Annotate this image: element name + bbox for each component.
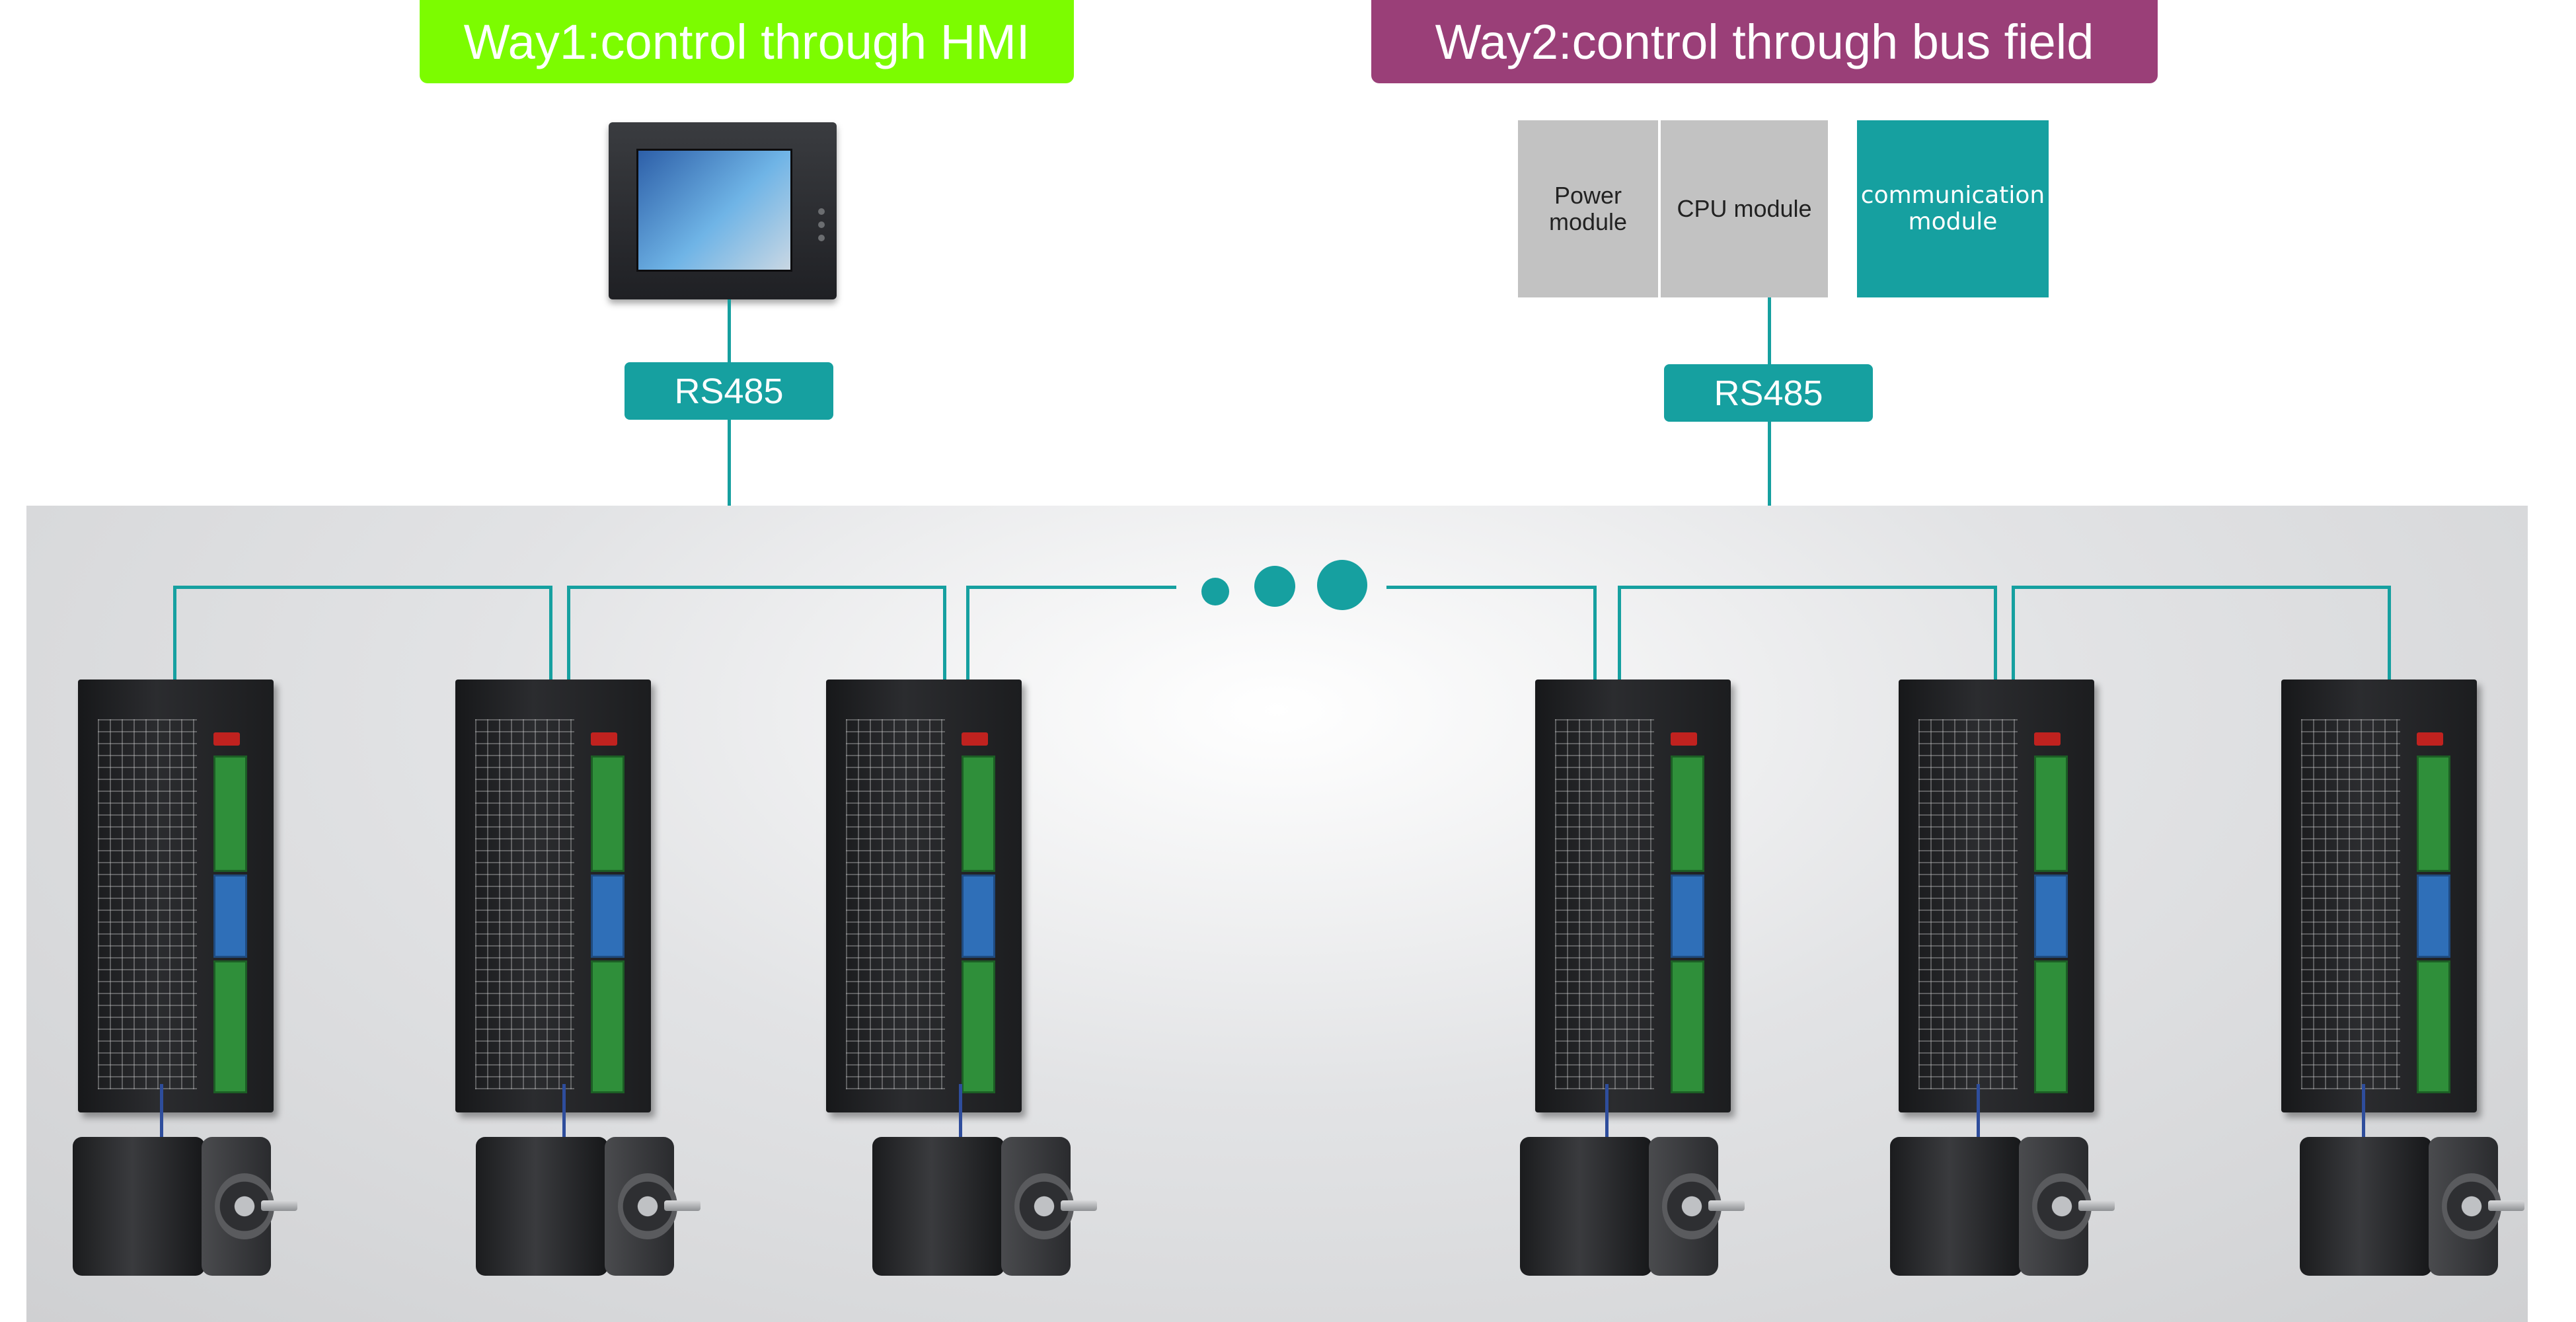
stepper-driver-6 <box>2281 680 2477 1112</box>
bus-drop <box>966 586 969 680</box>
bus-segment <box>2012 586 2391 589</box>
cpu-module-label: CPU module <box>1677 195 1812 223</box>
bus-drop <box>2012 586 2015 680</box>
stepper-driver-1 <box>78 680 274 1112</box>
continuation-dot-small <box>1201 578 1229 605</box>
bus-drop <box>567 586 570 680</box>
wire-rs485-left-to-bus <box>728 420 731 506</box>
power-module-label: Power module <box>1548 182 1628 235</box>
communication-module: communication module <box>1857 120 2049 297</box>
stepper-motor-4 <box>1520 1137 1745 1289</box>
bus-drop <box>1618 586 1621 680</box>
way2-banner: Way2:control through bus field <box>1371 0 2158 83</box>
bus-segment <box>1618 586 1997 589</box>
hmi-status-dots-icon <box>818 208 825 248</box>
stepper-motor-3 <box>872 1137 1097 1289</box>
stepper-driver-4 <box>1535 680 1731 1112</box>
device-panel <box>26 506 2528 1322</box>
cpu-module: CPU module <box>1661 120 1828 297</box>
stepper-driver-3 <box>826 680 1022 1112</box>
bus-drop <box>173 586 176 680</box>
stepper-driver-2 <box>455 680 651 1112</box>
communication-module-label: communication module <box>1860 182 2045 235</box>
rs485-label-right: RS485 <box>1664 364 1873 422</box>
bus-drop <box>2388 586 2391 680</box>
motor-cable <box>2362 1084 2365 1144</box>
hmi-screen <box>636 149 792 272</box>
motor-cable <box>959 1084 962 1144</box>
wire-plc-rs485 <box>1768 297 1771 364</box>
motor-cable <box>160 1084 163 1144</box>
stepper-motor-2 <box>476 1137 701 1289</box>
rs485-label-left: RS485 <box>625 362 833 420</box>
bus-drop <box>549 586 552 680</box>
wire-rs485-right-to-bus <box>1768 422 1771 506</box>
bus-segment <box>173 586 552 589</box>
continuation-dot-medium <box>1254 566 1295 607</box>
hmi-device <box>609 122 837 299</box>
bus-drop <box>943 586 946 680</box>
continuation-dot-large <box>1317 560 1367 610</box>
bus-drop <box>1994 586 1997 680</box>
motor-cable <box>562 1084 566 1144</box>
stepper-motor-5 <box>1890 1137 2115 1289</box>
motor-cable <box>1605 1084 1609 1144</box>
stepper-motor-6 <box>2300 1137 2524 1289</box>
bus-segment <box>567 586 946 589</box>
motor-cable <box>1977 1084 1980 1144</box>
bus-drop <box>1593 586 1597 680</box>
bus-segment <box>966 586 1176 589</box>
stepper-driver-5 <box>1899 680 2094 1112</box>
wire-hmi-rs485 <box>728 299 731 362</box>
power-module: Power module <box>1518 120 1658 297</box>
stepper-motor-1 <box>73 1137 297 1289</box>
way1-banner: Way1:control through HMI <box>420 0 1074 83</box>
bus-segment <box>1386 586 1597 589</box>
